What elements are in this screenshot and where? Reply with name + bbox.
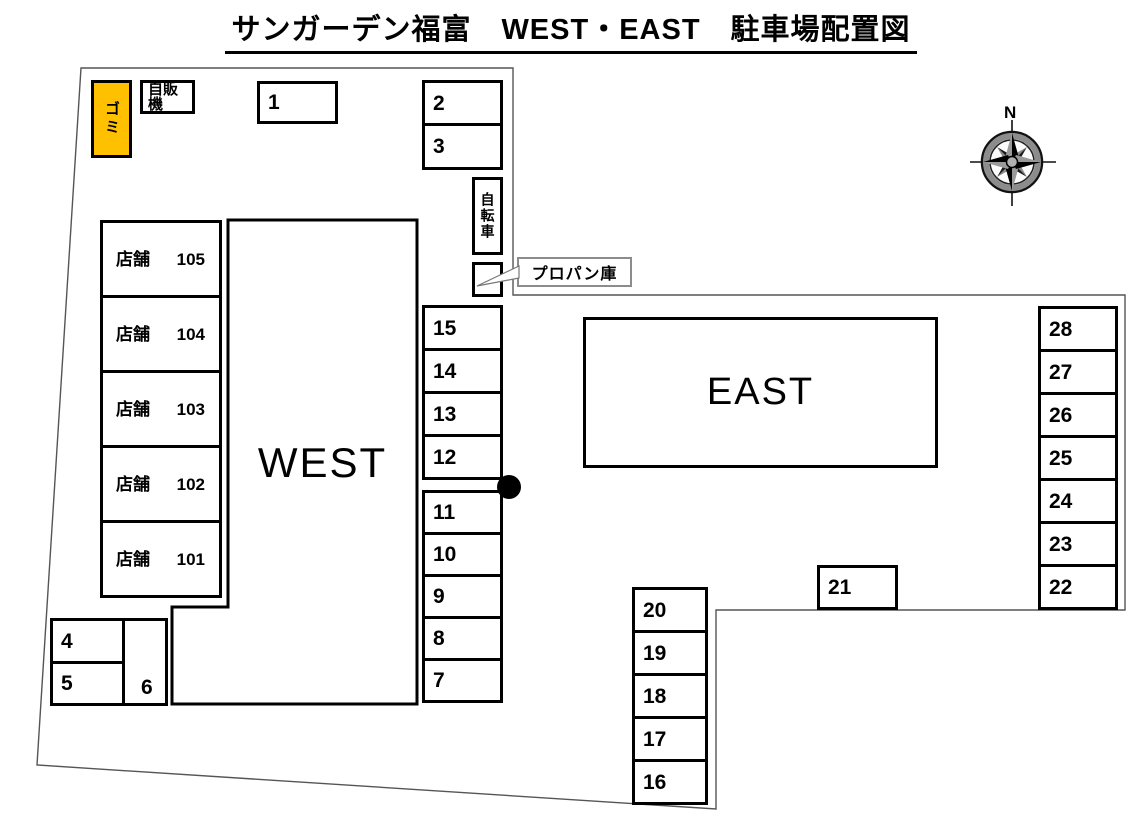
vending-machine: 自販機 [140,80,195,114]
compass-rose-icon [970,120,1056,206]
shop-number: 101 [176,549,205,569]
page-title-text: サンガーデン福富 WEST・EAST 駐車場配置図 [225,6,917,54]
shop-label: 店舗 [116,474,150,494]
shop-label: 店舗 [116,324,150,344]
west-building-outline [170,218,419,706]
shop-unit-102: 店舗 102 [100,445,222,523]
parking-space-28: 28 [1038,306,1118,352]
parking-space-26: 26 [1038,392,1118,438]
parking-space-22: 22 [1038,564,1118,610]
shop-number: 104 [176,324,205,344]
shop-label: 店舗 [116,249,150,269]
parking-space-8: 8 [422,616,503,661]
parking-space-23: 23 [1038,521,1118,567]
parking-space-14: 14 [422,348,503,394]
parking-space-27: 27 [1038,349,1118,395]
shop-unit-101: 店舗 101 [100,520,222,598]
bicycle-parking: 自転車 [472,177,503,255]
propane-storage-label: プロパン庫 [517,257,632,287]
propane-storage-box [472,262,503,297]
trash-area: ゴミ [91,80,132,158]
parking-space-7: 7 [422,658,503,703]
parking-space-9: 9 [422,574,503,619]
parking-space-12: 12 [422,434,503,480]
parking-space-1: 1 [257,81,338,124]
parking-space-6: 6 [122,618,168,706]
page-title: サンガーデン福富 WEST・EAST 駐車場配置図 [0,6,1142,54]
parking-space-25: 25 [1038,435,1118,481]
parking-space-19: 19 [632,630,708,676]
parking-space-11: 11 [422,490,503,535]
east-building: EAST [583,317,938,468]
parking-space-21: 21 [817,565,898,610]
shop-number: 103 [176,399,205,419]
shop-unit-104: 店舗 104 [100,295,222,373]
shop-label: 店舗 [116,549,150,569]
parking-space-13: 13 [422,391,503,437]
parking-space-2: 2 [422,80,503,126]
parking-space-24: 24 [1038,478,1118,524]
parking-space-17: 17 [632,716,708,762]
parking-space-15: 15 [422,305,503,351]
parking-space-5: 5 [50,661,125,706]
shop-unit-105: 店舗 105 [100,220,222,298]
shop-number: 105 [176,249,205,269]
west-building-label: WEST [257,439,388,486]
compass-north-label: N [1004,103,1017,122]
parking-space-16: 16 [632,759,708,805]
site-boundary-outline [36,67,1126,810]
shop-unit-103: 店舗 103 [100,370,222,448]
shop-number: 102 [176,474,205,494]
parking-space-18: 18 [632,673,708,719]
parking-space-20: 20 [632,587,708,633]
parking-space-10: 10 [422,532,503,577]
parking-space-3: 3 [422,123,503,170]
shop-label: 店舗 [116,399,150,419]
parking-space-4: 4 [50,618,125,664]
